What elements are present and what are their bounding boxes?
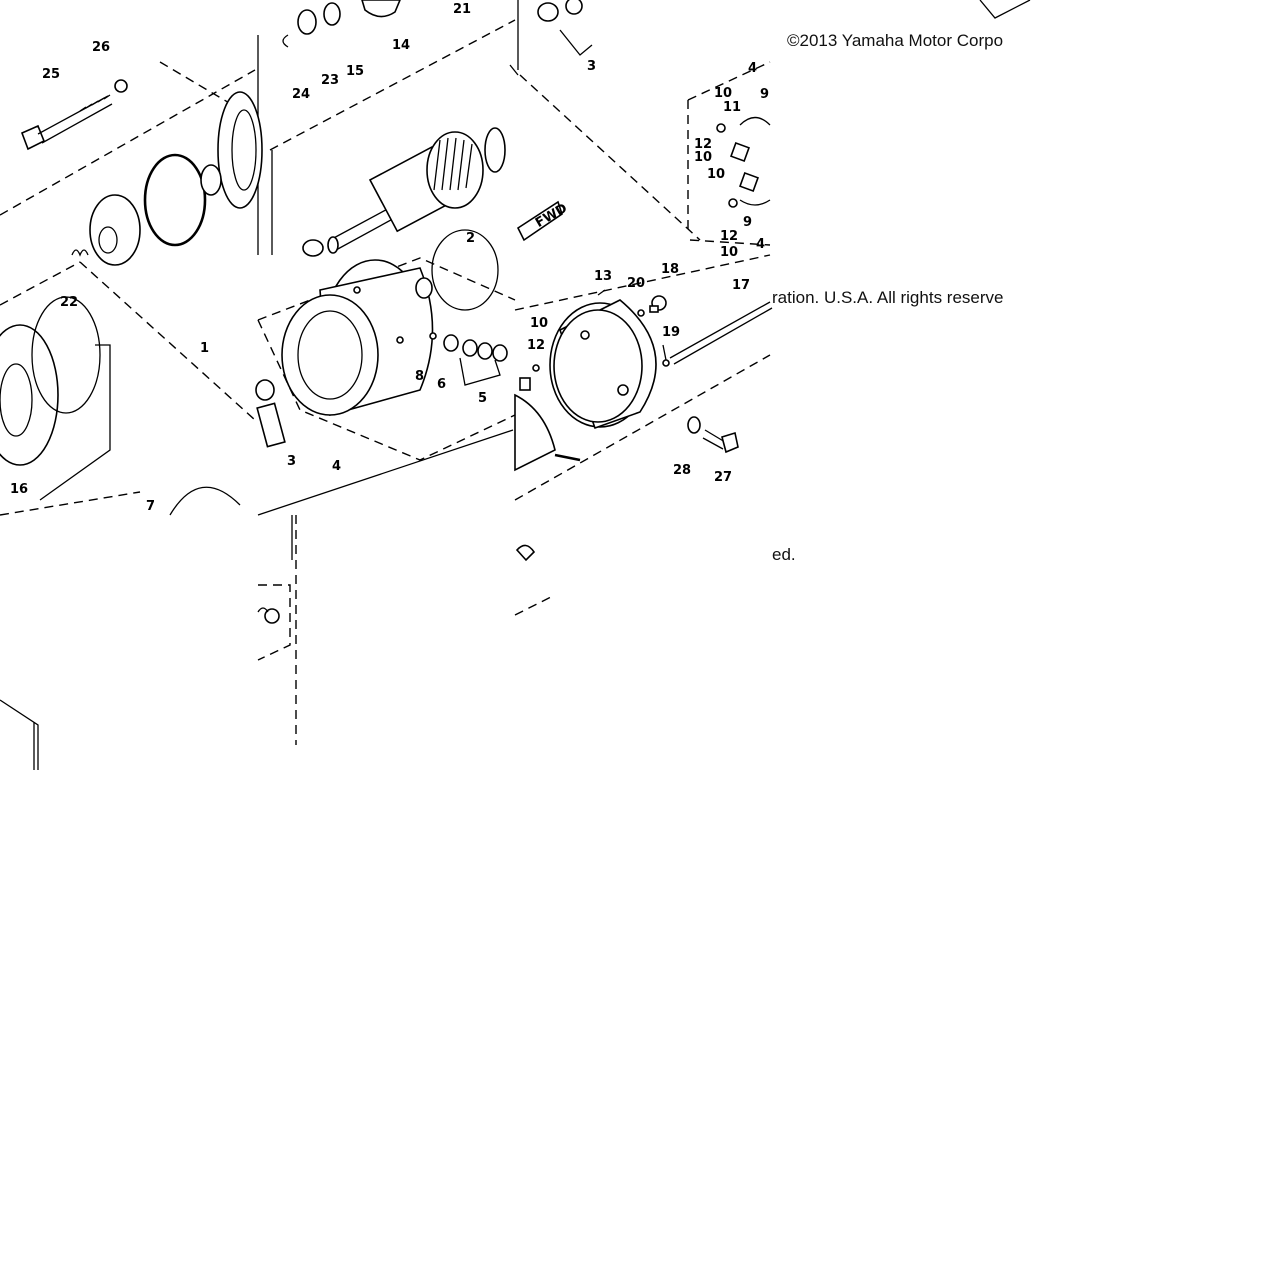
part-label-19: 19: [662, 325, 680, 340]
part-label-10a: 10: [714, 86, 732, 101]
end-cover-part-16: [0, 324, 59, 466]
washer-part: [200, 164, 222, 196]
tile-bottom-right: [514, 544, 556, 616]
part-label-6: 6: [437, 377, 446, 392]
spring-part-15: [323, 2, 341, 26]
brush-plate-part: [514, 393, 556, 472]
part-label-21: 21: [453, 2, 471, 17]
washer-part-28: [687, 416, 701, 434]
part-label-4a: 4: [332, 459, 341, 474]
part-label-9a: 9: [760, 87, 769, 102]
part-label-10e: 10: [530, 316, 548, 331]
clip-part-24: [282, 34, 289, 48]
part-label-14: 14: [392, 38, 410, 53]
part-label-20: 20: [627, 276, 645, 291]
copyright-text-fragment-1: ©2013 Yamaha Motor Corpo: [787, 31, 1004, 50]
armature-part-2: [327, 127, 506, 254]
copyright-text-fragment-2: ration. U.S.A. All rights reserve: [772, 288, 1004, 307]
brush-holder-part-14: [361, 0, 401, 18]
tile-middle-middle: [255, 229, 516, 516]
part-label-8: 8: [415, 369, 424, 384]
part-label-24: 24: [292, 87, 310, 102]
o-ring-part: [143, 153, 207, 247]
tile-top-right: [519, 0, 1031, 246]
fwd-arrow-part: [516, 200, 563, 242]
part-label-4c: 4: [756, 237, 765, 252]
part-label-10b: 10: [694, 150, 712, 165]
part-label-4b: 4: [748, 61, 757, 76]
part-label-28: 28: [673, 463, 691, 478]
oring-part-19: [662, 359, 670, 367]
part-label-3b: 3: [287, 454, 296, 469]
tile-top-middle: FWD: [269, 0, 570, 257]
part-label-23: 23: [321, 73, 339, 88]
part-label-12a: 12: [694, 137, 712, 152]
part-label-7: 7: [146, 499, 155, 514]
tile-middle-right: [514, 254, 773, 501]
yoke-part-4: [281, 259, 434, 417]
part-label-3a: 3: [587, 59, 596, 74]
part-number-labels: 1 2 3 3 4 4 4 5 6 7 8 9 9 10 10 10 10 10…: [10, 2, 769, 514]
tile-bottom-left: [0, 699, 39, 770]
part-label-9b: 9: [743, 215, 752, 230]
through-bolt-part-17: [669, 301, 773, 365]
part-label-18: 18: [661, 262, 679, 277]
part-label-11: 11: [723, 100, 741, 115]
washer-part-23: [297, 9, 317, 35]
bolt-part-27: [702, 429, 739, 454]
copyright-text-fragment-3: ed.: [772, 545, 796, 564]
terminal-part-3: [255, 379, 286, 448]
part-label-5: 5: [478, 391, 487, 406]
part-label-10c: 10: [707, 167, 725, 182]
brush-plate-inset: [687, 61, 771, 230]
washer-part-26: [114, 79, 128, 93]
part-label-12b: 12: [720, 229, 738, 244]
gasket-part-22: [31, 296, 101, 414]
part-label-27: 27: [714, 470, 732, 485]
part-label-2: 2: [466, 231, 475, 246]
tile-top-left: [0, 35, 263, 266]
bolt-part-25: [20, 94, 113, 151]
part-label-12c: 12: [527, 338, 545, 353]
part-label-16: 16: [10, 482, 28, 497]
part-label-25: 25: [42, 67, 60, 82]
part-label-26: 26: [92, 40, 110, 55]
bolt-part-18: [649, 295, 667, 313]
oring-part-20: [637, 309, 645, 317]
part-label-1: 1: [200, 341, 209, 356]
cover-part-13: [549, 299, 657, 430]
drive-gear-part: [89, 194, 141, 266]
part-label-10d: 10: [720, 245, 738, 260]
part-label-17: 17: [732, 278, 750, 293]
tile-middle-left: [0, 261, 256, 516]
tile-bottom-middle: [257, 515, 297, 745]
end-cover-part: [217, 91, 263, 209]
part-label-13: 13: [594, 269, 612, 284]
part-label-15: 15: [346, 64, 364, 79]
part-label-22: 22: [60, 295, 78, 310]
